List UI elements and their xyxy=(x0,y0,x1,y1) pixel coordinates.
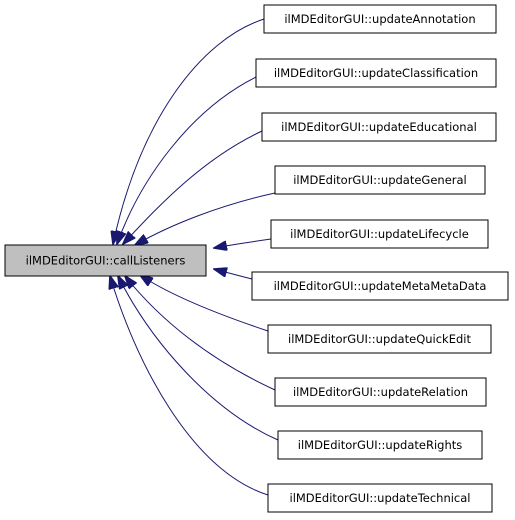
edge-updateAnnotation xyxy=(113,18,265,244)
node-box xyxy=(251,271,509,301)
node-label: ilMDEditorGUI::updateClassification xyxy=(274,66,478,80)
node-label: ilMDEditorGUI::updateGeneral xyxy=(293,173,467,187)
edge-updateClassification xyxy=(117,76,257,244)
call-edges xyxy=(110,18,279,496)
node-box xyxy=(261,112,497,142)
root-node-box xyxy=(4,244,207,277)
node-updateQuickEdit[interactable]: ilMDEditorGUI::updateQuickEdit xyxy=(267,324,492,354)
node-label: ilMDEditorGUI::updateLifecycle xyxy=(290,227,469,241)
node-box xyxy=(263,4,497,34)
root-node-label: ilMDEditorGUI::callListeners xyxy=(26,254,186,268)
node-box xyxy=(267,324,492,354)
node-label: ilMDEditorGUI::updateEducational xyxy=(281,120,477,134)
edge-updateRelation xyxy=(125,276,276,391)
node-updateRights[interactable]: ilMDEditorGUI::updateRights xyxy=(277,430,483,460)
node-updateLifecycle[interactable]: ilMDEditorGUI::updateLifecycle xyxy=(270,219,489,249)
node-updateMetaMetaData[interactable]: ilMDEditorGUI::updateMetaMetaData xyxy=(251,271,509,301)
node-box xyxy=(277,430,483,460)
node-box xyxy=(255,58,497,88)
node-updateAnnotation[interactable]: ilMDEditorGUI::updateAnnotation xyxy=(263,4,497,34)
node-box xyxy=(270,219,489,249)
node-label: ilMDEditorGUI::updateQuickEdit xyxy=(288,332,471,346)
edge-updateMetaMetaData xyxy=(214,269,253,280)
node-updateEducational[interactable]: ilMDEditorGUI::updateEducational xyxy=(261,112,497,142)
node-box xyxy=(274,377,487,407)
node-box xyxy=(267,483,493,513)
node-updateRelation[interactable]: ilMDEditorGUI::updateRelation xyxy=(274,377,487,407)
node-label: ilMDEditorGUI::updateAnnotation xyxy=(284,12,475,26)
node-updateGeneral[interactable]: ilMDEditorGUI::updateGeneral xyxy=(274,165,486,195)
node-label: ilMDEditorGUI::updateTechnical xyxy=(290,491,471,505)
edge-updateTechnical xyxy=(110,276,269,496)
node-box xyxy=(274,165,486,195)
root-node-callListeners[interactable]: ilMDEditorGUI::callListeners xyxy=(4,244,207,277)
edge-updateLifecycle xyxy=(214,238,272,248)
node-label: ilMDEditorGUI::updateRights xyxy=(298,438,462,452)
node-updateClassification[interactable]: ilMDEditorGUI::updateClassification xyxy=(255,58,497,88)
edge-updateGeneral xyxy=(135,192,276,245)
edge-updateQuickEdit xyxy=(140,275,269,332)
node-updateTechnical[interactable]: ilMDEditorGUI::updateTechnical xyxy=(267,483,493,513)
edge-updateEducational xyxy=(123,130,263,244)
node-label: ilMDEditorGUI::updateRelation xyxy=(293,385,468,399)
edge-updateRights xyxy=(118,276,279,441)
caller-nodes: ilMDEditorGUI::updateAnnotation ilMDEdit… xyxy=(251,4,509,513)
node-label: ilMDEditorGUI::updateMetaMetaData xyxy=(274,279,487,293)
